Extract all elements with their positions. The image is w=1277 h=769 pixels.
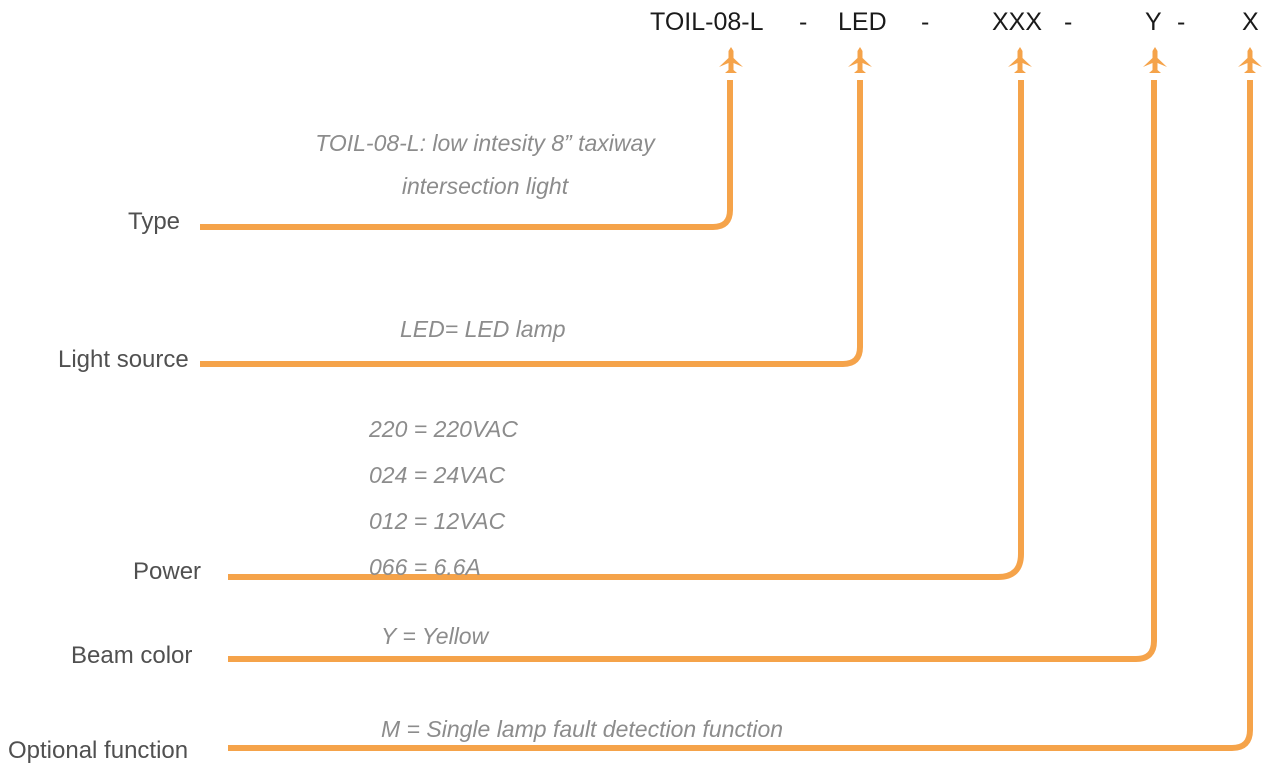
field-label-power: Power — [133, 558, 202, 585]
beam-color-description: Y = Yellow — [381, 623, 489, 649]
power-option: 066 = 6.6A — [369, 554, 481, 580]
code-power: XXX — [992, 8, 1043, 36]
code-optional: X — [1242, 8, 1259, 36]
type-description: TOIL-08-L: low intesity 8” taxiway inter… — [280, 130, 690, 200]
code-separator: - — [799, 8, 808, 36]
airplane-icon — [1238, 47, 1262, 73]
code-separator: - — [921, 8, 930, 36]
type-description-line: intersection light — [401, 173, 569, 199]
field-label-optional-function: Optional function — [8, 737, 189, 764]
connector-light-source — [200, 80, 863, 367]
code-light-source: LED — [838, 8, 887, 36]
type-description-line: TOIL-08-L: low intesity 8” taxiway — [315, 130, 655, 156]
light-source-description: LED= LED lamp — [400, 316, 566, 342]
field-label-type: Type — [128, 208, 181, 235]
connector-power — [228, 80, 1024, 580]
connector-optional-function — [228, 80, 1253, 751]
airplane-icon — [1143, 47, 1167, 73]
code-separator: - — [1064, 8, 1073, 36]
power-option: 220 = 220VAC — [369, 416, 518, 442]
airplane-icon — [1008, 47, 1032, 73]
code-separator: - — [1177, 8, 1186, 36]
code-beam-color: Y — [1145, 8, 1162, 36]
power-option: 024 = 24VAC — [369, 462, 506, 488]
optional-function-description: M = Single lamp fault detection function — [381, 716, 784, 742]
field-label-light-source: Light source — [58, 346, 189, 373]
connector-type — [200, 80, 733, 230]
code-type: TOIL-08-L — [650, 8, 764, 36]
airplane-icon — [719, 47, 743, 73]
airplane-icon — [848, 47, 872, 73]
power-options-list: 220 = 220VAC 024 = 24VAC 012 = 12VAC 066… — [369, 416, 518, 600]
power-option: 012 = 12VAC — [369, 508, 506, 534]
connector-beam-color — [228, 80, 1157, 662]
field-label-beam-color: Beam color — [71, 642, 193, 669]
